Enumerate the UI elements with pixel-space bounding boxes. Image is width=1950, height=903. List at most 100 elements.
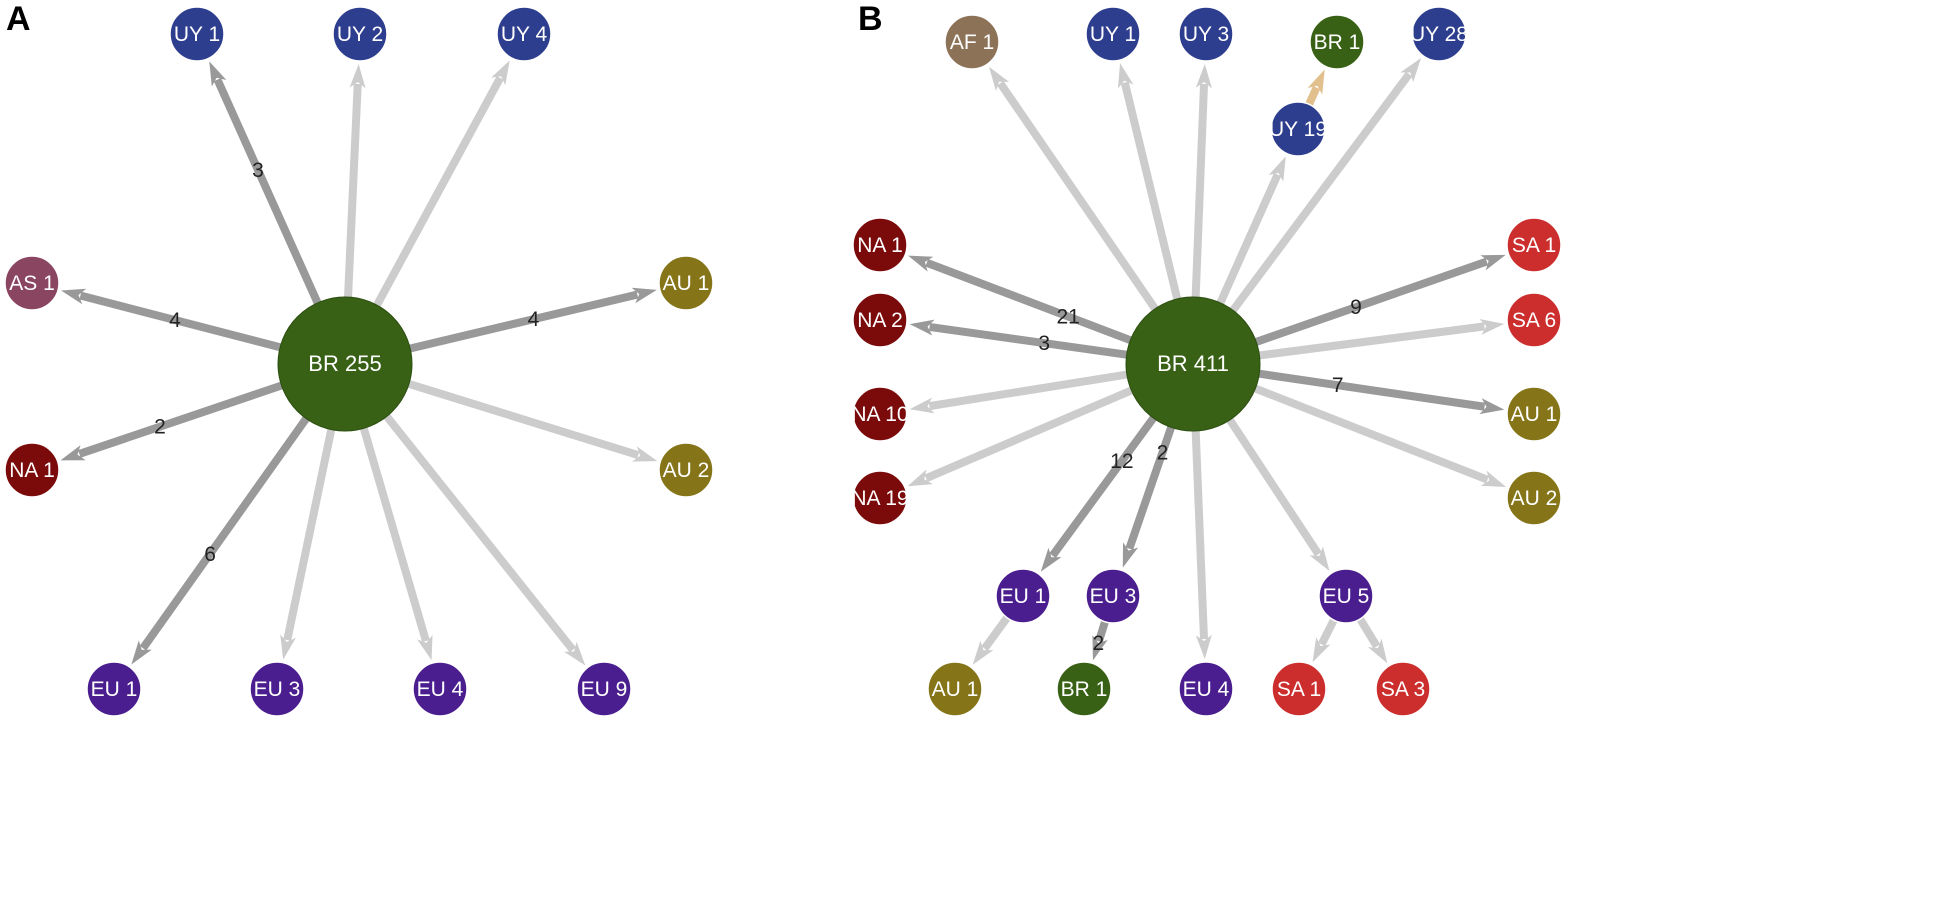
edge-weight-label: 3 — [252, 159, 264, 182]
node-circle — [1375, 661, 1431, 717]
node-circle — [852, 217, 908, 273]
node-circle — [852, 292, 908, 348]
node-br-1: BR 1 — [1056, 661, 1112, 717]
arrowhead-b-13 — [1480, 470, 1507, 488]
node-label: UY 1 — [1090, 23, 1136, 46]
node-na-19: NA 19 — [851, 470, 909, 526]
node-label: AU 2 — [663, 459, 710, 482]
node-label: AU 1 — [932, 678, 979, 701]
node-label: AU 1 — [1511, 403, 1558, 426]
edge-weight-label: 2 — [154, 416, 166, 439]
node-sa-1: SA 1 — [1506, 217, 1562, 273]
edge-a-10-to-eu-9 — [383, 413, 576, 653]
node-label: BR 411 — [1157, 351, 1229, 376]
edge-b-21-to-sa-3 — [1356, 616, 1381, 649]
node-as-1: AS 1 — [4, 255, 60, 311]
node-circle — [249, 661, 305, 717]
edge-b-18-to-au-1 — [981, 615, 1011, 651]
edge-b-17-to-eu-5 — [1226, 417, 1322, 557]
arrowhead-b-21 — [1367, 638, 1388, 664]
node-circle — [1085, 6, 1141, 62]
node-circle — [658, 255, 714, 311]
edge-b-6-to-na-1 — [925, 259, 1132, 344]
arrowhead-b-4 — [1268, 156, 1286, 182]
node-label: SA 6 — [1512, 309, 1556, 332]
edge-b-3-to-uy-28 — [1229, 71, 1413, 313]
edge-b-9-to-na-19 — [924, 386, 1133, 482]
arrowhead-b-7 — [909, 319, 935, 336]
node-label: EU 1 — [91, 678, 138, 701]
node-circle — [1506, 470, 1562, 526]
node-circle — [4, 255, 60, 311]
node-label: NA 2 — [857, 309, 903, 332]
node-au-1: AU 1 — [927, 661, 983, 717]
node-uy-1: UY 1 — [1085, 6, 1141, 62]
node-label: EU 3 — [1090, 585, 1137, 608]
node-label: EU 5 — [1323, 585, 1370, 608]
edge-weight-label: 4 — [528, 308, 540, 331]
edge-a-1-to-uy-2 — [344, 83, 362, 298]
node-af-1: AF 1 — [944, 14, 1000, 70]
node-au-1: AU 1 — [658, 255, 714, 311]
node-label: NA 1 — [9, 459, 55, 482]
arrowhead-a-7 — [131, 640, 152, 665]
panel-label-a: A — [6, 0, 31, 38]
node-label: NA 19 — [851, 487, 908, 510]
node-label: EU 3 — [254, 678, 301, 701]
arrowhead-b-15 — [1122, 542, 1139, 568]
node-eu-5: EU 5 — [1318, 568, 1374, 624]
node-label: UY 3 — [1183, 23, 1229, 46]
node-circle — [995, 568, 1051, 624]
node-au-2: AU 2 — [1506, 470, 1562, 526]
arrowhead-b-1 — [1117, 63, 1134, 89]
node-circle — [1318, 568, 1374, 624]
edges-layer — [60, 58, 1507, 666]
node-eu-4: EU 4 — [412, 661, 468, 717]
edge-b-5-to-br-1 — [1305, 85, 1321, 106]
edge-b-15-to-eu-3 — [1125, 426, 1175, 551]
arrowhead-a-3 — [61, 288, 87, 305]
node-circle — [4, 442, 60, 498]
node-eu-1: EU 1 — [86, 661, 142, 717]
edge-b-1-to-uy-1 — [1120, 81, 1182, 300]
node-circle — [658, 442, 714, 498]
node-na-1: NA 1 — [4, 442, 60, 498]
arrowhead-a-10 — [564, 641, 586, 666]
node-circle — [1178, 6, 1234, 62]
node-circle — [944, 14, 1000, 70]
node-uy-4: UY 4 — [496, 6, 552, 62]
node-circle — [1270, 101, 1326, 157]
panel-label-b: B — [858, 0, 883, 38]
arrowhead-a-4 — [631, 287, 657, 304]
node-label: NA 1 — [857, 234, 903, 257]
arrowhead-b-0 — [988, 66, 1010, 92]
node-sa-6: SA 6 — [1506, 292, 1562, 348]
node-circle — [277, 296, 413, 432]
edge-b-4-to-uy-19 — [1216, 173, 1282, 305]
node-circle — [169, 6, 225, 62]
node-label: AU 2 — [1511, 487, 1558, 510]
node-eu-1: EU 1 — [995, 568, 1051, 624]
node-circle — [412, 661, 468, 717]
arrowhead-b-12 — [1479, 398, 1505, 415]
edge-a-7-to-eu-1 — [139, 416, 310, 651]
node-au-1: AU 1 — [1506, 386, 1562, 442]
edge-weight-label: 4 — [169, 309, 181, 332]
node-eu-9: EU 9 — [576, 661, 632, 717]
edge-a-9-to-eu-4 — [359, 427, 430, 643]
node-circle — [1506, 292, 1562, 348]
edge-b-7-to-na-2 — [928, 322, 1128, 359]
arrowhead-a-2 — [491, 60, 510, 86]
edge-weight-label: 9 — [1350, 296, 1362, 319]
node-sa-3: SA 3 — [1375, 661, 1431, 717]
node-label: EU 4 — [417, 678, 464, 701]
arrowhead-b-8 — [909, 397, 935, 414]
node-label: UY 4 — [501, 23, 548, 46]
node-circle — [1085, 568, 1141, 624]
node-br-1: BR 1 — [1309, 14, 1365, 70]
node-circle — [496, 6, 552, 62]
arrowhead-b-3 — [1400, 58, 1422, 83]
edge-weight-label: 6 — [204, 543, 216, 566]
